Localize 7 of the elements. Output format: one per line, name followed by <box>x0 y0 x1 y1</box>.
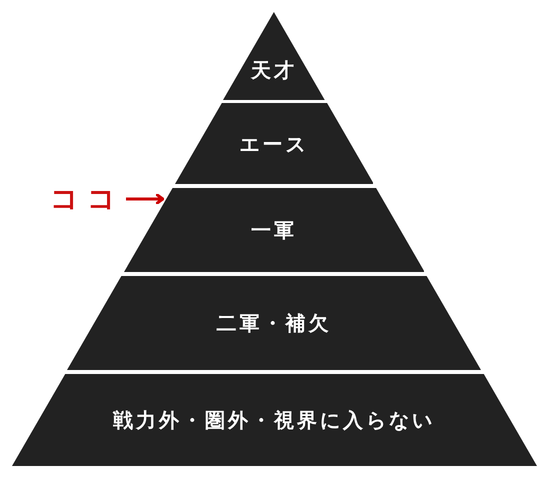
tier-label: 一軍 <box>250 217 298 244</box>
tier-label: 天才 <box>250 57 298 84</box>
tier-label: 戦力外・圏外・視界に入らない <box>112 407 436 434</box>
pointer-text: ココ <box>50 180 124 218</box>
arrow <box>126 192 164 206</box>
tier-label: エース <box>238 130 310 158</box>
tier-label: 二軍・補欠 <box>215 310 332 337</box>
